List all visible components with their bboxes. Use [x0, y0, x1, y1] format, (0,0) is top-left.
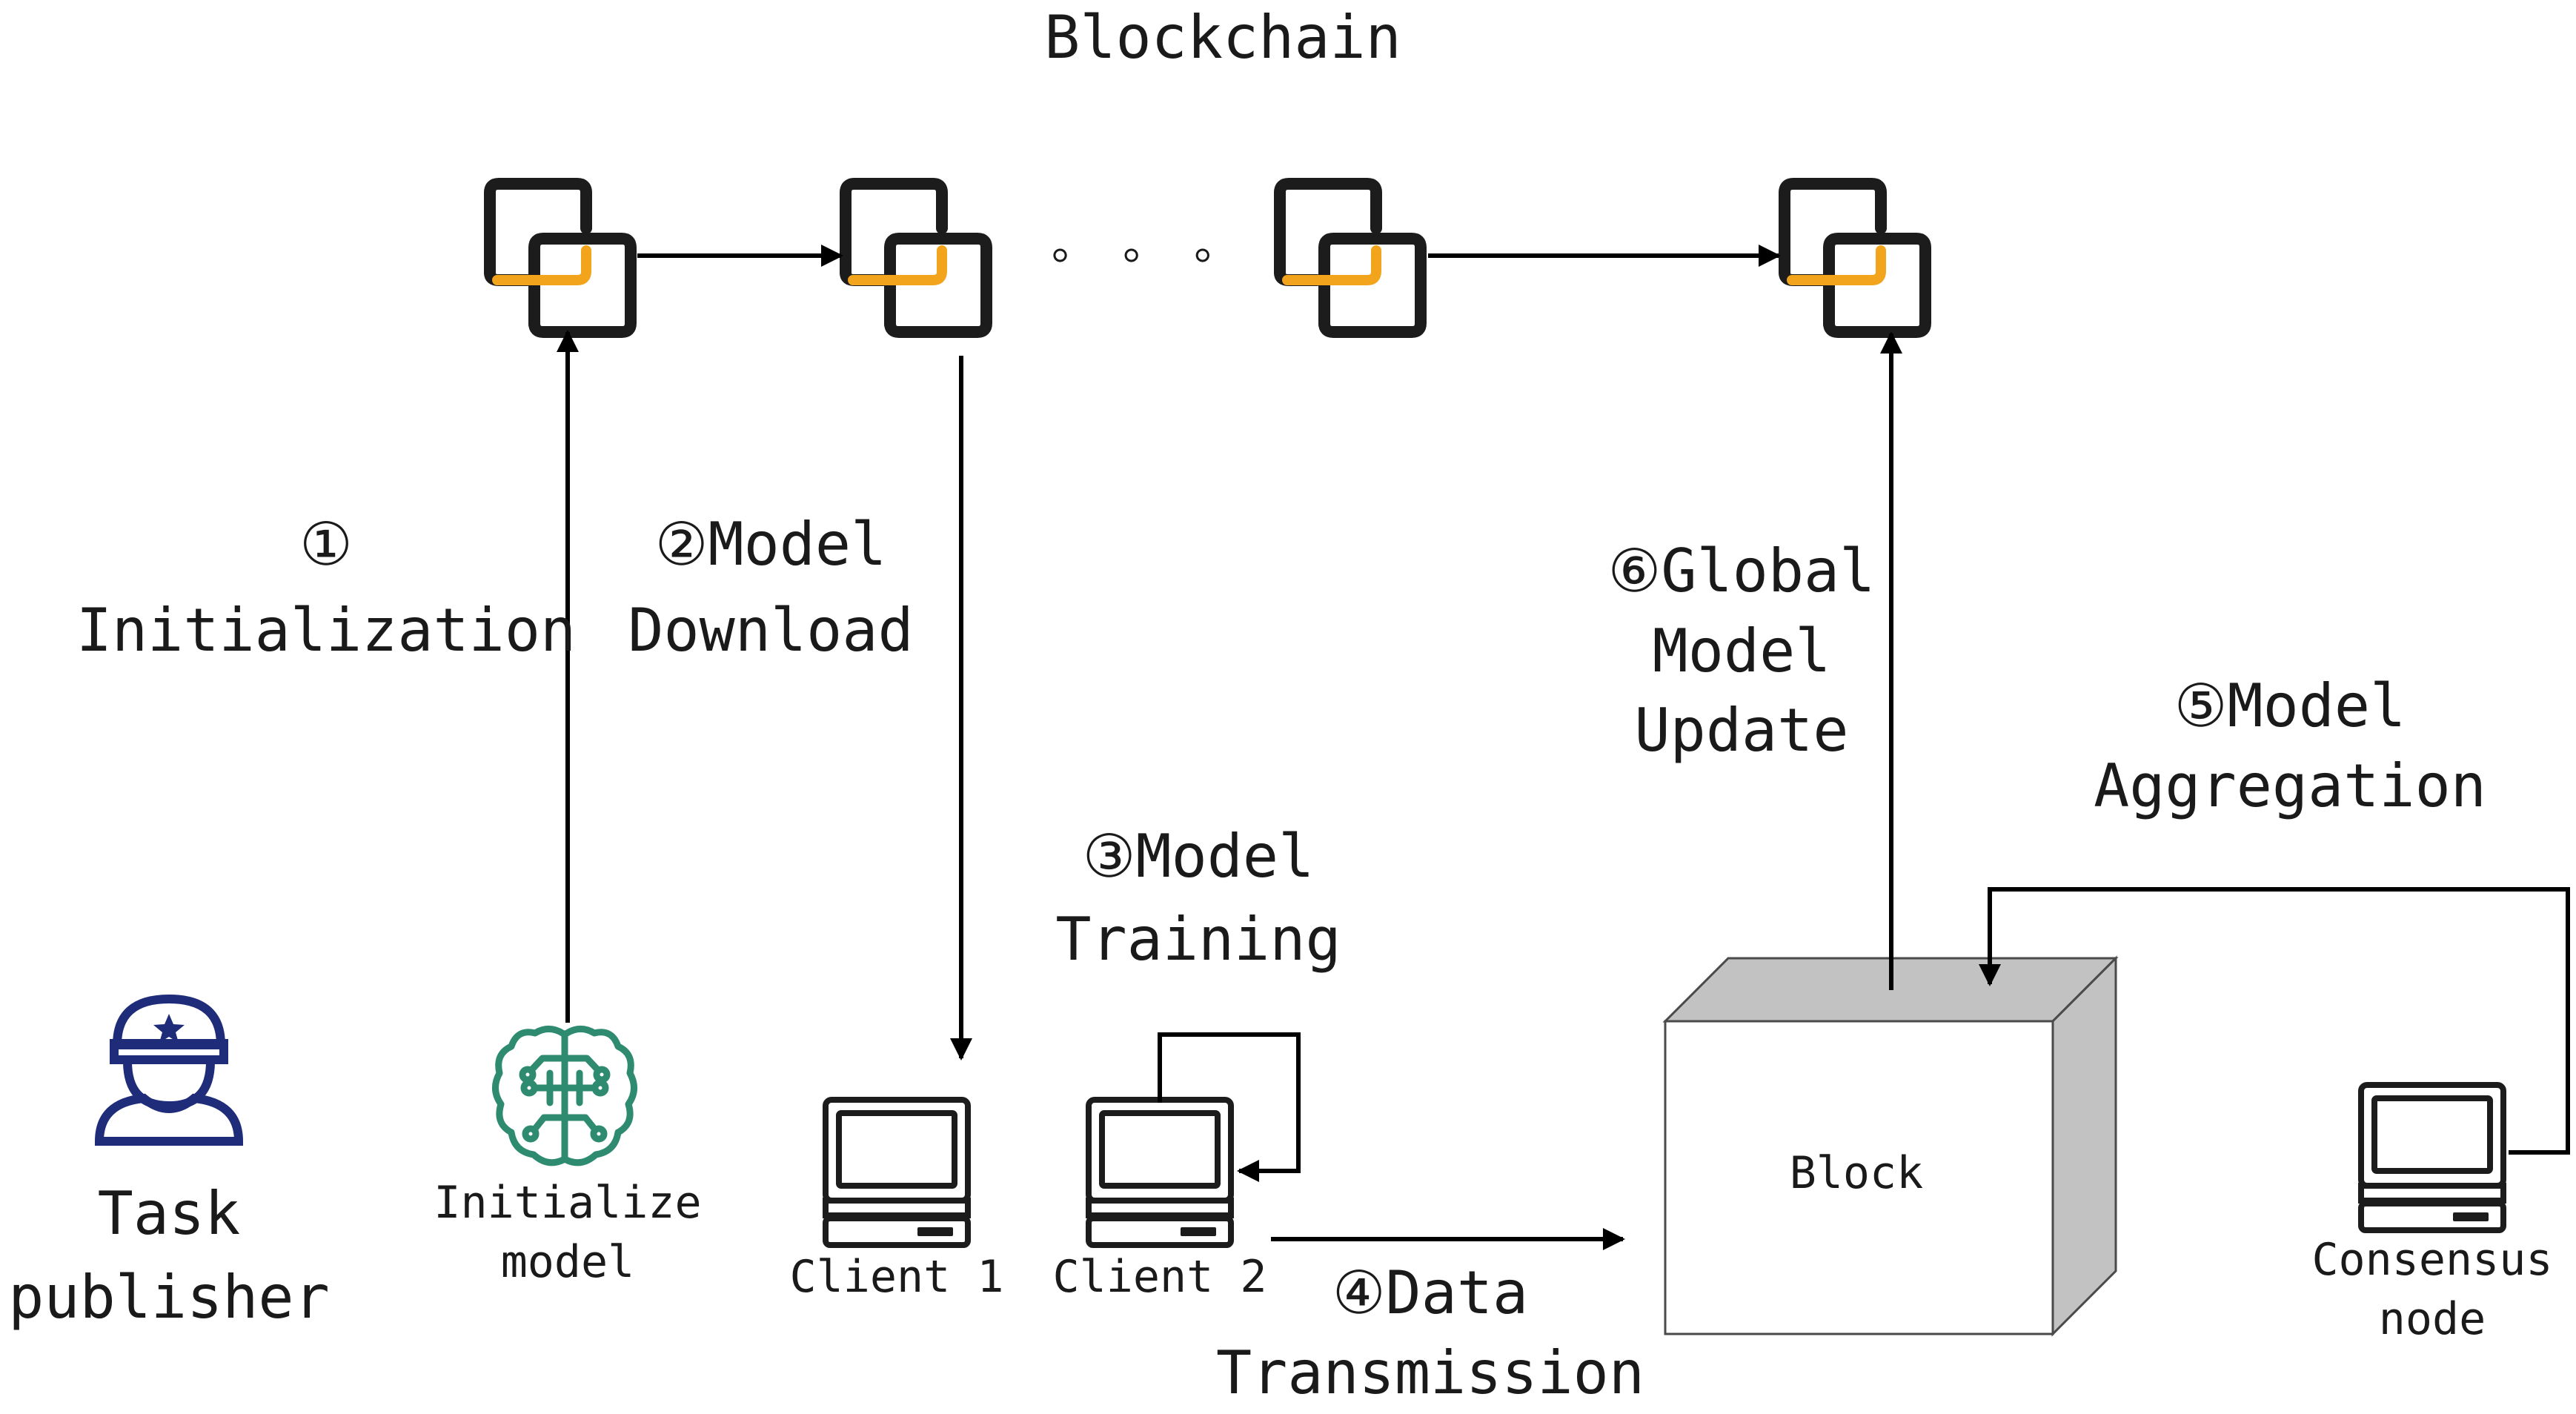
step2-label-line1: ②Model [655, 510, 887, 579]
chain-link-icon [846, 184, 986, 332]
initialize-model-label-line2: model [501, 1236, 635, 1288]
step5-label-line2: Aggregation [2094, 751, 2486, 820]
computer-icon [826, 1100, 968, 1245]
step3-label-line2: Training [1055, 905, 1341, 974]
task-publisher-label-line2: publisher [8, 1263, 329, 1332]
chain-link-icon [490, 184, 631, 332]
step2-label-line2: Download [628, 596, 913, 665]
brain-circuit-icon [492, 1026, 637, 1166]
chain-link-icon [1785, 184, 1925, 332]
arrow-model-aggregation [1979, 887, 2570, 1155]
block-label: Block [1790, 1147, 1924, 1199]
computer-icon [1089, 1100, 1231, 1245]
step3-label-line1: ③Model [1083, 822, 1315, 891]
user-icon [94, 994, 244, 1146]
consensus-node-label-line2: node [2379, 1293, 2486, 1345]
computer-icon [2361, 1085, 2503, 1230]
step4-label-line2: Transmission [1216, 1338, 1644, 1407]
chain-ellipsis: 。 。 。 [1052, 219, 1238, 270]
task-publisher-label-line1: Task [98, 1179, 241, 1248]
chain-link-icon [1280, 184, 1421, 332]
step6-label-line1: ⑥Global [1608, 537, 1876, 605]
client1-label: Client 1 [790, 1251, 1004, 1303]
diagram-title: Blockchain [1044, 3, 1401, 72]
consensus-node-label-line1: Consensus [2311, 1234, 2552, 1286]
step6-label-line3: Update [1635, 696, 1849, 765]
step1-number: ① [299, 510, 353, 579]
block-cube [1662, 955, 2119, 1337]
client2-label: Client 2 [1053, 1251, 1267, 1303]
step6-label-line2: Model [1653, 617, 1831, 686]
step4-label-line1: ④Data [1332, 1258, 1528, 1327]
step1-label: Initialization [76, 596, 576, 665]
initialize-model-label-line1: Initialize [434, 1177, 701, 1229]
arrow-model-training [1158, 1032, 1301, 1182]
step5-label-line1: ⑤Model [2174, 671, 2406, 740]
